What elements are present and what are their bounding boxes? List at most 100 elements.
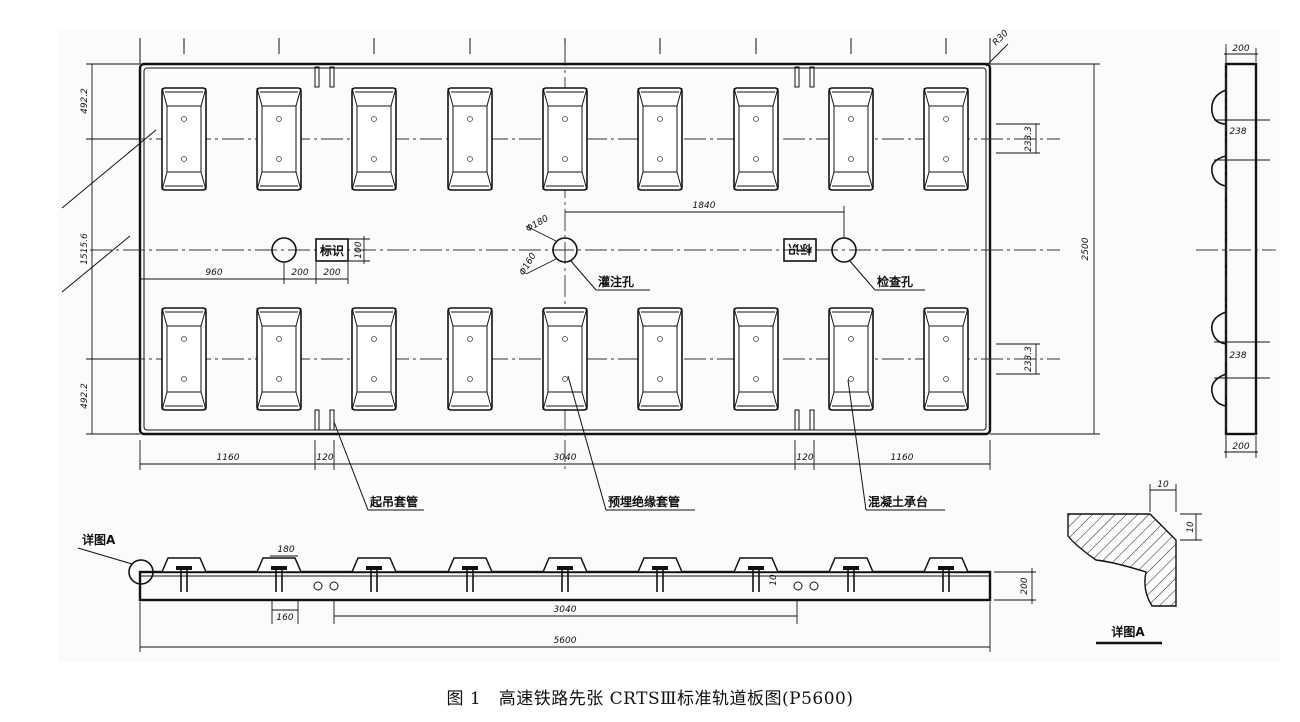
elevation-pad (446, 557, 494, 592)
dim-mid-band: 1515.6 (80, 233, 90, 265)
lifting-sleeves (314, 66, 815, 431)
anchor-bolt (276, 336, 282, 342)
elevation-pad (255, 557, 303, 592)
dim-elevation-center: 3040 (554, 605, 577, 615)
anchor-bolt (753, 336, 759, 342)
detail-a-marker (128, 559, 154, 585)
elevation-pad (160, 557, 208, 592)
rail-pad (447, 307, 493, 411)
dim-pad-top: 180 (277, 545, 294, 555)
detail-a: 10 10 详图A (1067, 480, 1202, 645)
anchor-bolt (657, 116, 663, 122)
slab-inner-outline (143, 67, 987, 431)
rail-pad (828, 307, 874, 411)
anchor-bolt (371, 336, 377, 342)
side-view: 238 238 200 200 (1196, 44, 1276, 458)
dim-side-bottom-width: 200 (1232, 442, 1249, 452)
dim-hole-spacing: 1840 (693, 201, 716, 211)
dim-left-hole: 960 (205, 268, 222, 278)
detail-a-title: 详图A (1111, 624, 1145, 639)
dim-top-edge: 492.2 (80, 88, 90, 114)
lifting-sleeve-leader (333, 421, 369, 511)
anchor-bolt (467, 336, 473, 342)
anchor-bolt (467, 376, 473, 382)
anchor-bolt (467, 116, 473, 122)
dim-pad-bottom: 160 (276, 613, 293, 623)
rail-pad (637, 307, 683, 411)
guide-line-lower (61, 235, 131, 293)
rail-pad (256, 87, 302, 191)
rail-pad (923, 87, 969, 191)
dim-offset-bottom: 233.3 (1024, 346, 1034, 372)
grout-hole-leader (569, 259, 597, 291)
sign-label-mirrored: 标识 (788, 242, 813, 257)
dim-sign-width: 200 (323, 268, 340, 278)
anchor-bolt (848, 376, 854, 382)
right-vertical-dimensions: 2500 233.3 233.3 (990, 63, 1100, 435)
sign-label: 标识 (319, 243, 344, 258)
dim-seg-120-left: 120 (316, 453, 333, 463)
anchor-bolt (562, 336, 568, 342)
anchor-bolt (276, 116, 282, 122)
rail-pad (542, 87, 588, 191)
rail-pad (351, 87, 397, 191)
dim-side-top-width: 200 (1232, 44, 1249, 54)
rail-pad (542, 307, 588, 411)
dim-seg-center: 3040 (554, 453, 577, 463)
anchor-bolt (181, 376, 187, 382)
anchor-bolt (753, 116, 759, 122)
elevation-view: 详图A 180 160 3040 5600 200 10 (77, 532, 1036, 652)
elevation-sleeves (313, 581, 819, 591)
anchor-bolt (657, 336, 663, 342)
elevation-pads (160, 557, 970, 592)
anchor-bolt (562, 156, 568, 162)
rail-pad (923, 307, 969, 411)
guide-line-upper (61, 129, 157, 209)
grout-hole (552, 237, 578, 263)
anchor-bolt (467, 156, 473, 162)
dim-seg-right: 1160 (891, 453, 914, 463)
rail-pad (733, 87, 779, 191)
sign-box-left (315, 238, 349, 262)
bottom-dimensions: 1160 120 3040 120 1160 (139, 440, 991, 470)
lifting-sleeve-label: 起吊套管 (369, 494, 418, 509)
rail-pad (828, 87, 874, 191)
corner-leader (985, 43, 1009, 67)
plan-view: R30 标识 标识 (61, 28, 1100, 511)
anchor-bolt (943, 376, 949, 382)
anchor-bolt (371, 116, 377, 122)
detail-a-leader (77, 547, 133, 565)
rail-pads-top-row (161, 87, 969, 191)
anchor-bolt (657, 376, 663, 382)
bearing-platform-label: 混凝土承台 (868, 494, 928, 509)
anchor-bolt (943, 116, 949, 122)
elevation-pad (922, 557, 970, 592)
anchor-bolt (943, 336, 949, 342)
anchor-bolt (657, 156, 663, 162)
anchor-bolt (276, 156, 282, 162)
dim-elevation-total: 5600 (554, 636, 577, 646)
anchor-bolt (562, 116, 568, 122)
rail-pad (256, 307, 302, 411)
grout-hole-label: 灌注孔 (597, 274, 634, 289)
bearing-platform-leader (847, 379, 867, 511)
embedded-sleeve-leader (567, 375, 607, 511)
anchor-bolt (943, 156, 949, 162)
rail-pad (161, 87, 207, 191)
anchor-bolt (848, 156, 854, 162)
dim-upper-pad: 238 (1229, 127, 1246, 137)
side-pad-upper-a (1210, 89, 1227, 125)
elevation-pad (541, 557, 589, 592)
elevation-pad (636, 557, 684, 592)
side-pad-upper-b (1210, 155, 1227, 187)
dim-sign-height: 100 (354, 241, 364, 258)
anchor-bolt (753, 376, 759, 382)
anchor-bolt (371, 156, 377, 162)
anchor-bolt (848, 336, 854, 342)
inspection-hole-label: 检查孔 (877, 274, 913, 289)
elevation-pad (827, 557, 875, 592)
anchor-bolt (848, 116, 854, 122)
dim-seg-120-right: 120 (796, 453, 813, 463)
dim-lower-pad: 238 (1229, 351, 1246, 361)
